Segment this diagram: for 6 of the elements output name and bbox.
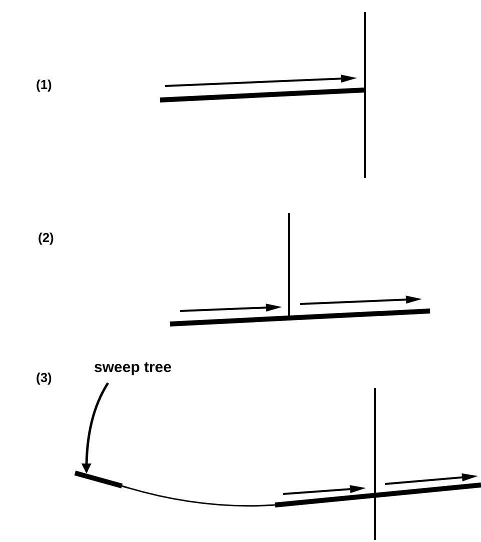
panel-number: (1) <box>36 78 52 91</box>
leader-line <box>82 382 110 474</box>
panel-number: (3) <box>36 371 52 384</box>
panel-number: (2) <box>38 231 54 244</box>
callout-text: sweep tree <box>94 360 172 375</box>
sweep-tree-segment <box>74 470 123 488</box>
